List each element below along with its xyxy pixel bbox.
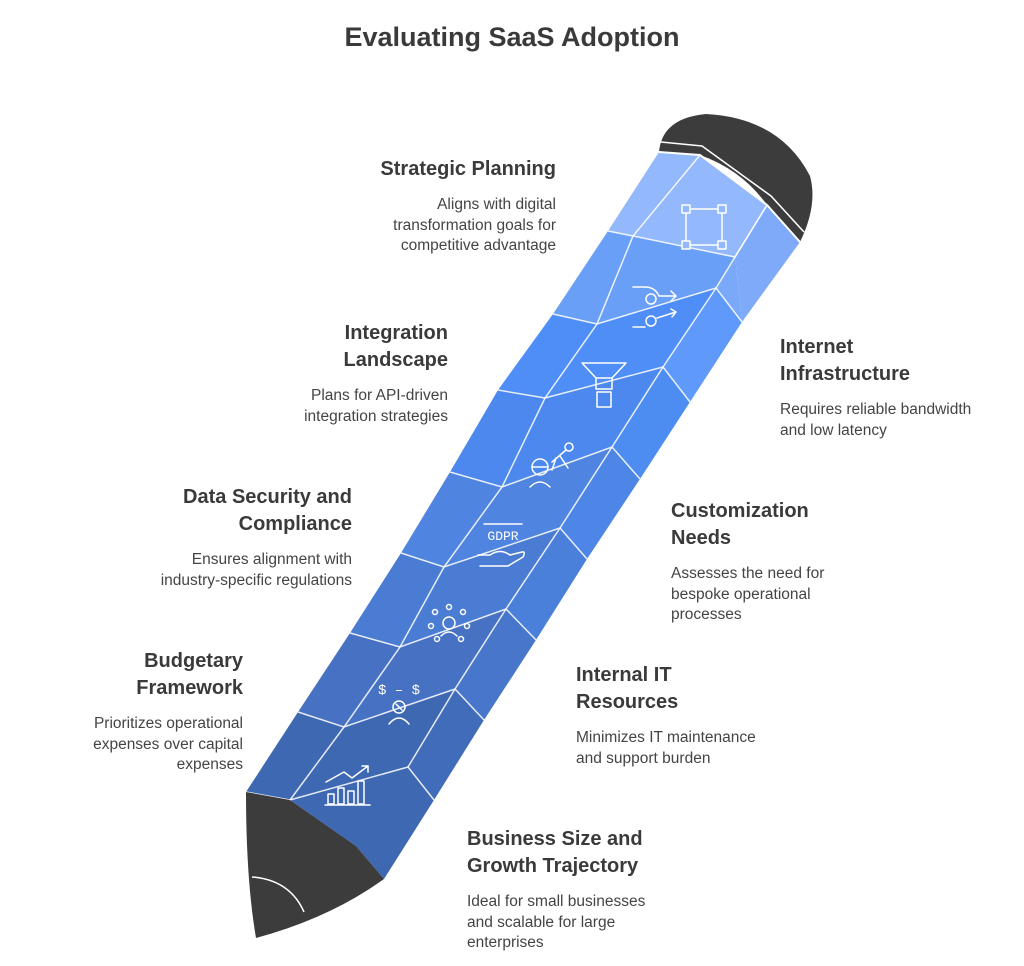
heading: Strategic Planning — [380, 158, 556, 180]
pencil-tip — [246, 792, 384, 938]
heading: Integration Landscape — [343, 322, 448, 371]
band-edge-1 — [735, 205, 800, 322]
band-right-2 — [597, 236, 735, 324]
frame-select-icon — [681, 204, 727, 250]
cost-text: $ – $ — [378, 683, 420, 699]
description: Aligns with digital transformation goals… — [393, 196, 556, 254]
band-mid-8 — [290, 689, 455, 800]
gdpr-hand-icon — [477, 523, 526, 567]
label-internal-it-resources: Internal IT Resources Minimizes IT maint… — [576, 662, 876, 769]
cost-person-icon — [388, 700, 410, 725]
engineer-tool-icon — [529, 442, 574, 488]
label-business-size: Business Size and Growth Trajectory Idea… — [467, 826, 767, 954]
band-left-7 — [298, 633, 400, 727]
description: Minimizes IT maintenance and support bur… — [576, 729, 756, 767]
band-left-4 — [450, 390, 545, 487]
band-left-6 — [350, 553, 444, 647]
heading: Data Security and Compliance — [183, 486, 352, 535]
band-mid-5 — [444, 447, 612, 567]
band-edge-3 — [663, 288, 742, 402]
label-budgetary-framework: Budgetary Framework Prioritizes operatio… — [3, 648, 243, 776]
gdpr-text: GDPR — [487, 529, 518, 544]
band-left-8 — [246, 712, 344, 800]
heading: Customization Needs — [671, 500, 809, 549]
heading: Internal IT Resources — [576, 664, 679, 713]
band-edge-8 — [408, 689, 484, 800]
band-mid-6 — [400, 528, 560, 647]
description: Prioritizes operational expenses over ca… — [93, 715, 243, 773]
label-integration-landscape: Integration Landscape Plans for API-driv… — [148, 320, 448, 427]
band-edge-4 — [612, 367, 690, 479]
heading: Internet Infrastructure — [780, 336, 911, 385]
band-mid-4 — [502, 367, 663, 487]
label-internet-infrastructure: Internet Infrastructure Requires reliabl… — [780, 334, 1015, 441]
band-left-3 — [498, 314, 597, 398]
band-left-1 — [608, 152, 700, 236]
label-strategic-planning: Strategic Planning Aligns with digital t… — [256, 156, 556, 257]
growth-chart-icon — [324, 765, 371, 806]
band-lower-wedge — [290, 767, 434, 879]
heading: Budgetary Framework — [136, 650, 243, 699]
label-customization-needs: Customization Needs Assesses the need fo… — [671, 498, 971, 626]
band-left-5 — [401, 472, 502, 567]
label-data-security: Data Security and Compliance Ensures ali… — [52, 484, 352, 591]
description: Requires reliable bandwidth and low late… — [780, 401, 972, 439]
heading: Business Size and Growth Trajectory — [467, 828, 643, 877]
band-edge-5 — [560, 447, 640, 559]
band-mid-7 — [344, 609, 506, 727]
band-edge-2 — [716, 257, 742, 322]
description: Assesses the need for bespoke operationa… — [671, 565, 825, 623]
pencil-body — [246, 152, 800, 879]
pencil-eraser — [658, 114, 813, 243]
description: Ensures alignment with industry-specific… — [160, 551, 352, 589]
band-edge-6 — [506, 528, 587, 640]
page-title: Evaluating SaaS Adoption — [344, 22, 680, 52]
description: Plans for API-driven integration strateg… — [304, 387, 448, 425]
description: Ideal for small businesses and scalable … — [467, 893, 646, 951]
band-left-2 — [553, 231, 633, 324]
team-circle-icon — [427, 603, 471, 643]
band-edge-7 — [455, 609, 536, 720]
funnel-icon — [581, 362, 627, 408]
flow-arrows-icon — [632, 286, 677, 328]
